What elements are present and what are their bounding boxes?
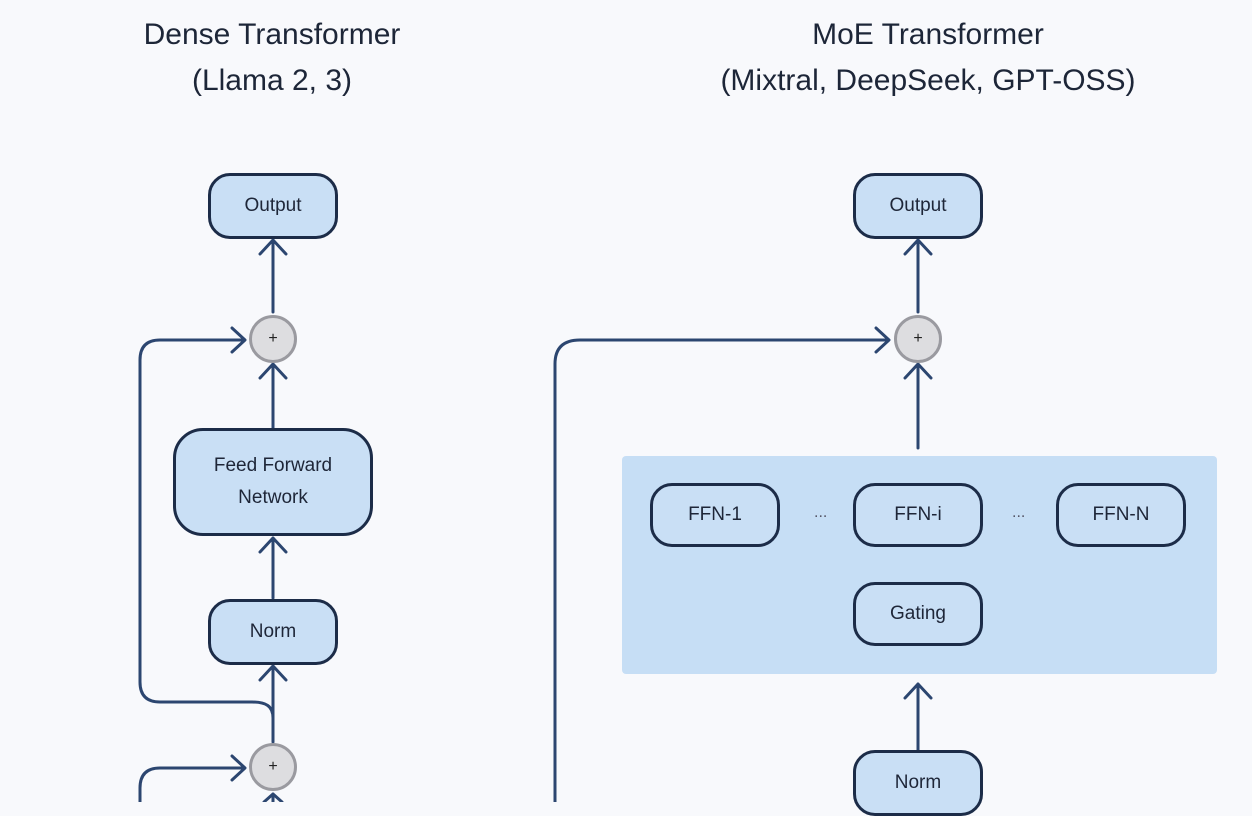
plus-symbol: + [268,330,278,347]
residual-left-upper [138,326,275,720]
expert-label: FFN-i [894,504,942,525]
arrow-left-norm-to-ffn [258,536,288,600]
arrow-left-bottom [262,792,284,802]
plus-symbol: + [913,330,923,347]
moe-transformer-title: MoE Transformer (Mixtral, DeepSeek, GPT-… [618,12,1238,104]
gating-label: Gating [890,603,946,624]
expert-ffn-1: FFN-1 [650,483,780,547]
expert-ffn-i: FFN-i [853,483,983,547]
arrow-right-add-to-output [903,238,933,314]
ffn-label-line1: Feed Forward [213,455,333,476]
moe-output-label: Output [889,195,947,216]
dense-transformer-title: Dense Transformer (Llama 2, 3) [72,12,472,104]
expert-label: FFN-N [1092,504,1150,525]
ellipsis-1: ... [814,504,828,521]
ellipsis-2: ... [1012,504,1026,521]
gating-box: Gating [853,582,983,646]
dense-norm-box: Norm [208,599,338,665]
dense-ffn-box: Feed Forward Network [173,428,373,536]
plus-symbol: + [268,758,278,775]
dense-add-icon-2: + [249,743,297,791]
arrow-right-panel-to-add [903,362,933,450]
moe-norm-label: Norm [894,772,942,793]
dense-add-icon: + [249,315,297,363]
arrow-left-add-to-output [258,238,288,314]
arrow-right-norm-to-panel [903,682,933,752]
moe-output-box: Output [853,173,983,239]
moe-title-line1: MoE Transformer [812,18,1044,51]
residual-left-lower [138,754,247,802]
dense-title-line1: Dense Transformer [143,18,401,51]
moe-norm-box: Norm [853,750,983,816]
dense-output-label: Output [244,195,302,216]
moe-add-icon: + [894,315,942,363]
dense-title-line2: (Llama 2, 3) [191,64,353,97]
dense-norm-label: Norm [249,621,297,642]
moe-title-line2: (Mixtral, DeepSeek, GPT-OSS) [720,64,1136,97]
expert-label: FFN-1 [688,504,742,525]
ffn-label-line2: Network [238,487,308,508]
arrow-left-ffn-to-add [258,362,288,430]
residual-right [553,326,891,802]
expert-ffn-n: FFN-N [1056,483,1186,547]
arrow-left-add2-to-norm [258,664,288,744]
dense-output-box: Output [208,173,338,239]
